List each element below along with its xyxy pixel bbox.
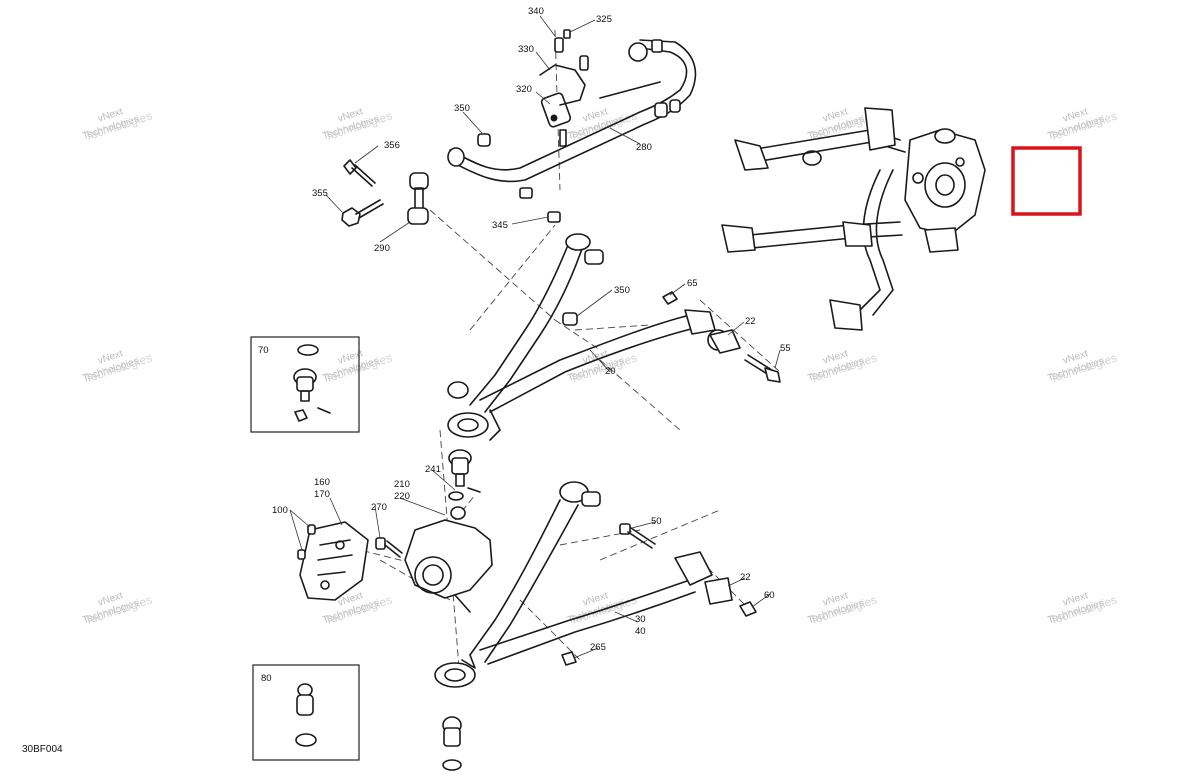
- callout-160: 160: [314, 477, 330, 488]
- document-id: 30BF004: [22, 744, 63, 755]
- callout-356: 356: [384, 140, 400, 151]
- callout-22-upper: 22: [745, 316, 756, 327]
- callout-20: 20: [605, 366, 616, 377]
- callout-325: 325: [596, 14, 612, 25]
- callout-100: 100: [272, 505, 288, 516]
- callout-320: 320: [516, 84, 532, 95]
- callout-55: 55: [780, 343, 791, 354]
- callout-270: 270: [371, 502, 387, 513]
- callout-330: 330: [518, 44, 534, 55]
- callout-280: 280: [636, 142, 652, 153]
- highlight-box: [1011, 146, 1082, 216]
- callout-40: 40: [635, 626, 646, 637]
- callout-22-lower: 22: [740, 572, 751, 583]
- leader-lines: [289, 15, 781, 659]
- callout-80: 80: [261, 673, 272, 684]
- callout-70: 70: [258, 345, 269, 356]
- upper-a-arm: [447, 233, 781, 441]
- callout-265: 265: [590, 642, 606, 653]
- callout-345: 345: [492, 220, 508, 231]
- callout-290: 290: [374, 243, 390, 254]
- callout-170: 170: [314, 489, 330, 500]
- inset-box-80: [252, 664, 360, 761]
- callout-65: 65: [687, 278, 698, 289]
- callout-220: 220: [394, 491, 410, 502]
- sway-bar-assembly: [341, 29, 697, 227]
- callout-241: 241: [425, 464, 441, 475]
- callout-350-top: 350: [454, 103, 470, 114]
- callout-60: 60: [764, 590, 775, 601]
- callout-355: 355: [312, 188, 328, 199]
- assembled-suspension-view: [721, 107, 986, 331]
- callout-350-mid: 350: [614, 285, 630, 296]
- callout-210: 210: [394, 479, 410, 490]
- callout-50: 50: [651, 516, 662, 527]
- inset-box-70: [250, 336, 360, 433]
- callout-labels: 340 325 330 320 350 356 355 290 345 280 …: [258, 6, 791, 684]
- lower-assembly: [297, 449, 757, 771]
- callout-340: 340: [528, 6, 544, 17]
- callout-30: 30: [635, 614, 646, 625]
